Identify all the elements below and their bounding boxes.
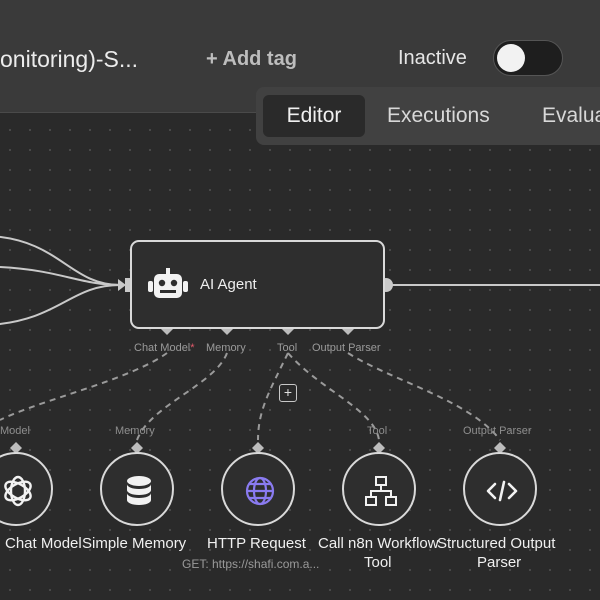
output-parser-name-line2: Parser: [477, 554, 522, 571]
structured-output-parser-node[interactable]: [463, 452, 537, 526]
view-tabs: Editor Executions Evalua: [256, 87, 600, 145]
sub-port: [494, 442, 506, 454]
port-label-chat-model: Chat Model*: [134, 342, 195, 354]
code-icon: [486, 480, 518, 502]
output-parser-connection: [347, 352, 501, 441]
input-handle: [125, 278, 132, 292]
sub-port: [10, 442, 22, 454]
simple-memory-node[interactable]: [100, 452, 174, 526]
incoming-connection: [0, 236, 121, 286]
memory-connection: [136, 352, 228, 441]
chat-model-name: Chat Model: [5, 535, 82, 552]
tool-connection: [287, 352, 380, 441]
sub-label-output-parser: Output Parser: [463, 425, 532, 437]
model-connection: [0, 352, 168, 421]
sub-label-memory: Memory: [115, 425, 155, 437]
call-workflow-name-line2: Tool: [364, 554, 392, 571]
http-request-node[interactable]: [221, 452, 295, 526]
sub-label-tool: Tool: [367, 425, 388, 437]
database-icon: [127, 476, 151, 505]
output-parser-name-line1: Structured Output: [437, 535, 556, 552]
input-arrow: [118, 279, 126, 291]
tab-evaluations[interactable]: Evalua: [542, 104, 600, 127]
sub-port: [131, 442, 143, 454]
tab-executions[interactable]: Executions: [387, 104, 490, 127]
required-marker: *: [190, 342, 195, 354]
port-label-output-parser: Output Parser: [312, 342, 381, 354]
http-request-url: GET: https://shafi.com.a...: [182, 557, 320, 571]
workflow-title[interactable]: onitoring)-S...: [0, 46, 139, 72]
sitemap-icon: [365, 476, 397, 506]
sub-port: [373, 442, 385, 454]
add-tag-button[interactable]: + Add tag: [206, 48, 297, 70]
toggle-knob: [497, 44, 525, 72]
add-tool-button[interactable]: +: [279, 384, 297, 402]
robot-icon: [148, 268, 188, 298]
sub-label-model: Model: [0, 425, 30, 437]
incoming-connection: [0, 266, 121, 286]
sub-port: [252, 442, 264, 454]
tool-connection: [257, 352, 289, 441]
tab-editor[interactable]: Editor: [263, 95, 365, 137]
call-workflow-name-line1: Call n8n Workflow: [318, 535, 439, 552]
port-label-memory: Memory: [206, 342, 246, 354]
active-status-label: Inactive: [398, 47, 467, 69]
globe-icon: [245, 476, 275, 506]
call-workflow-node[interactable]: [342, 452, 416, 526]
active-toggle[interactable]: [493, 40, 563, 76]
simple-memory-name: Simple Memory: [82, 535, 187, 552]
openai-icon: [4, 475, 32, 507]
port-label-tool: Tool: [277, 342, 298, 354]
http-request-name: HTTP Request: [207, 535, 306, 552]
ai-agent-title: AI Agent: [200, 276, 257, 293]
incoming-connection: [0, 284, 121, 325]
